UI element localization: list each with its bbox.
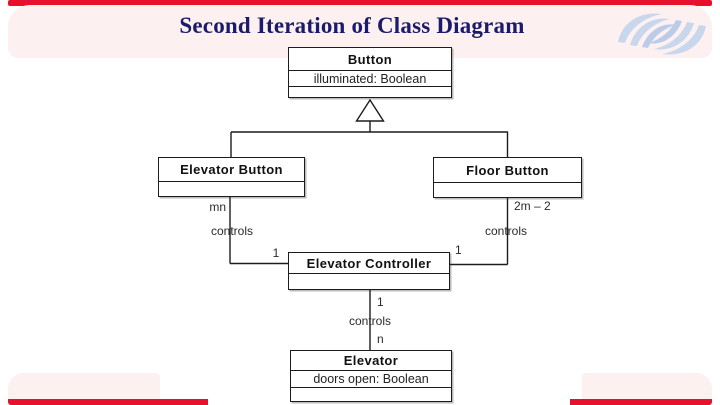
class-name-floor-button: Floor Button: [466, 162, 549, 178]
class-box-button: Button illuminated: Boolean: [288, 47, 452, 98]
multiplicity-label-n: n: [377, 332, 384, 346]
class-attribute-button: illuminated: Boolean: [289, 70, 451, 86]
class-attribute-elevator: doors open: Boolean: [291, 370, 451, 387]
inheritance-triangle-icon: [355, 98, 385, 122]
class-operations-elevator-controller: [289, 273, 449, 288]
class-operations-elevator-button: [159, 181, 304, 195]
class-name-button: Button: [347, 51, 393, 67]
top-accent-bar: [8, 0, 712, 6]
multiplicity-label-2m-2: 2m – 2: [514, 199, 551, 213]
bottom-right-accent-bar: [570, 399, 712, 405]
slide-title: Second Iteration of Class Diagram: [179, 13, 525, 38]
multiplicity-label-one-left: 1: [272, 246, 280, 260]
class-box-elevator: Elevator doors open: Boolean: [290, 350, 452, 402]
class-name-elevator-controller: Elevator Controller: [306, 255, 432, 271]
multiplicity-label-one-right: 1: [455, 243, 462, 257]
class-box-floor-button: Floor Button: [433, 157, 582, 198]
class-operations-elevator: [291, 387, 451, 400]
class-name-elevator: Elevator: [343, 353, 399, 368]
bottom-right-panel: [582, 373, 712, 400]
multiplicity-label-mn: mn: [209, 200, 226, 214]
multiplicity-label-one-bottom: 1: [377, 295, 384, 309]
role-label-controls-right: controls: [484, 224, 528, 238]
role-label-controls-bottom: controls: [348, 314, 392, 328]
class-name-elevator-button: Elevator Button: [180, 162, 283, 177]
class-box-elevator-button: Elevator Button: [158, 157, 305, 197]
role-label-controls-left: controls: [210, 224, 254, 238]
class-box-elevator-controller: Elevator Controller: [288, 252, 450, 290]
swoosh-logo-icon: [618, 13, 706, 55]
bottom-left-panel: [8, 373, 160, 400]
class-operations-floor-button: [434, 182, 581, 196]
class-operations-button: [289, 86, 451, 96]
bottom-left-accent-bar: [8, 399, 208, 405]
